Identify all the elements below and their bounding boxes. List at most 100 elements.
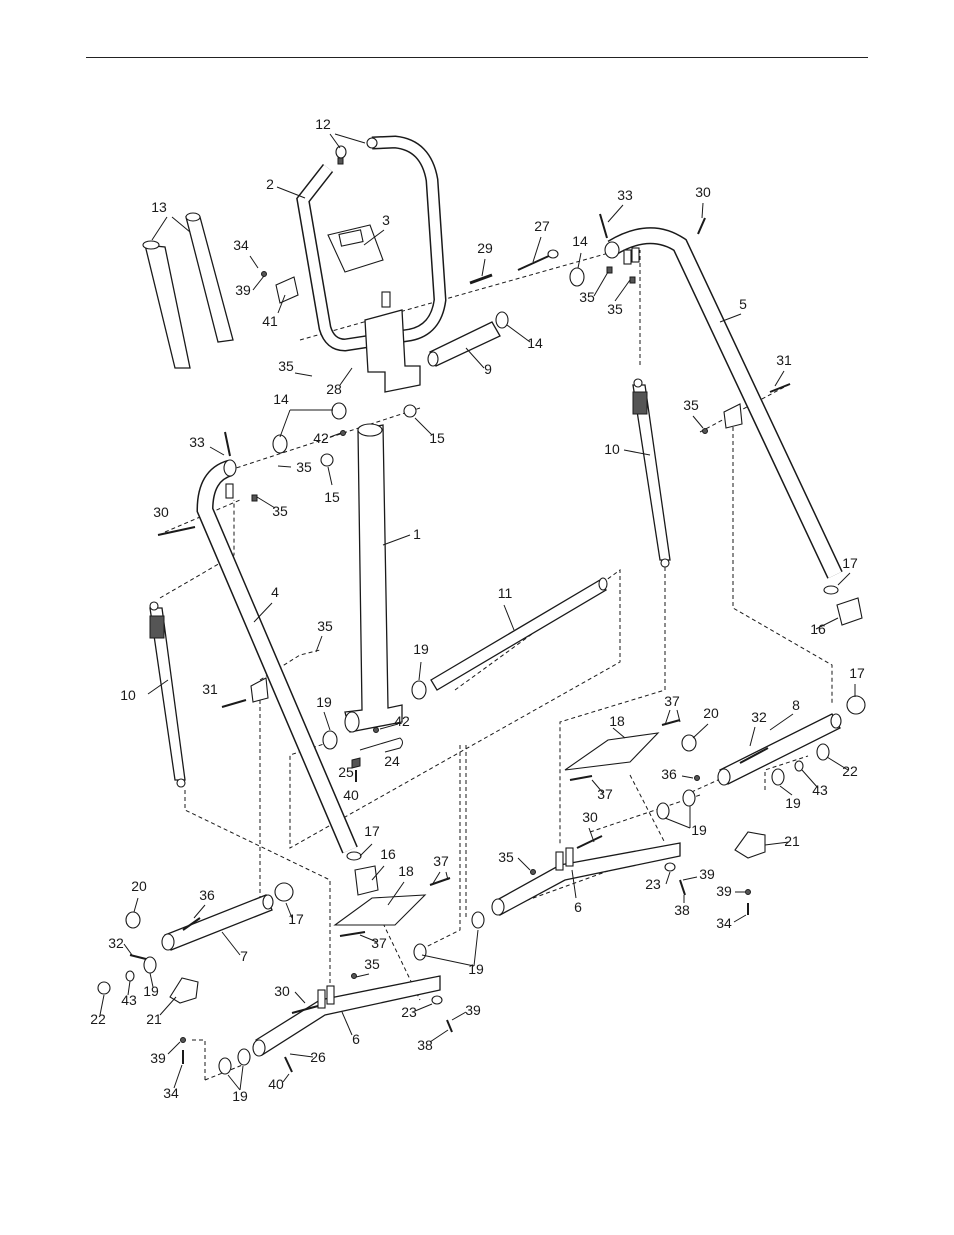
part-callout-31: 31 xyxy=(202,681,218,697)
part-callout-27: 27 xyxy=(534,218,550,234)
part-callout-33: 33 xyxy=(617,187,633,203)
part-callout-20: 20 xyxy=(703,705,719,721)
axle-part-11 xyxy=(322,577,608,750)
part-callout-10: 10 xyxy=(604,441,620,457)
part-callout-39: 39 xyxy=(150,1050,166,1066)
part-callout-1: 1 xyxy=(413,526,421,542)
bracket-part-41 xyxy=(261,271,299,304)
part-callout-2: 2 xyxy=(266,176,274,192)
pivot-axle-part-9 xyxy=(272,267,585,467)
part-callout-42: 42 xyxy=(394,713,410,729)
part-callout-19: 19 xyxy=(316,694,332,710)
part-callout-6: 6 xyxy=(352,1031,360,1047)
console-part-3 xyxy=(327,224,391,308)
part-callout-15: 15 xyxy=(324,489,340,505)
part-callout-37: 37 xyxy=(597,786,613,802)
part-callout-29: 29 xyxy=(477,240,493,256)
part-callout-13: 13 xyxy=(151,199,167,215)
part-callout-6: 6 xyxy=(574,899,582,915)
part-callout-34: 34 xyxy=(233,237,249,253)
part-callout-39: 39 xyxy=(716,883,732,899)
part-callout-35: 35 xyxy=(579,289,595,305)
part-callout-40: 40 xyxy=(268,1076,284,1092)
part-callout-7: 7 xyxy=(240,948,248,964)
crossbar-part-8 xyxy=(656,695,866,859)
part-callout-18: 18 xyxy=(609,713,625,729)
handle-grips-part-13 xyxy=(142,212,234,369)
part-callout-39: 39 xyxy=(465,1002,481,1018)
shock-part-10-left xyxy=(149,601,186,788)
part-callout-14: 14 xyxy=(572,233,588,249)
upright-part-1 xyxy=(340,309,421,733)
part-callout-34: 34 xyxy=(716,915,732,931)
part-callout-38: 38 xyxy=(417,1037,433,1053)
part-callout-30: 30 xyxy=(274,983,290,999)
left-arm-part-4 xyxy=(157,431,358,854)
part-callout-38: 38 xyxy=(674,902,690,918)
pedal-arm-part-6-left xyxy=(218,943,453,1075)
end-cap-part-16-17-left xyxy=(346,851,379,896)
part-callout-21: 21 xyxy=(784,833,800,849)
part-callout-17: 17 xyxy=(842,555,858,571)
pin-part-27 xyxy=(469,249,559,285)
pedal-arm-part-6-right xyxy=(471,835,751,929)
part-callout-11: 11 xyxy=(498,585,513,601)
part-callout-30: 30 xyxy=(695,184,711,200)
part-callout-17: 17 xyxy=(364,823,380,839)
part-callout-30: 30 xyxy=(153,504,169,520)
part-callout-21: 21 xyxy=(146,1011,162,1027)
part-callout-43: 43 xyxy=(121,992,137,1008)
part-callout-28: 28 xyxy=(326,381,342,397)
part-callout-15: 15 xyxy=(429,430,445,446)
part-callout-22: 22 xyxy=(842,763,858,779)
part-callout-35: 35 xyxy=(607,301,623,317)
part-callout-19: 19 xyxy=(691,822,707,838)
part-callout-26: 26 xyxy=(310,1049,326,1065)
header-rule xyxy=(86,57,868,58)
part-callout-32: 32 xyxy=(108,935,124,951)
handlebar-part-2 xyxy=(296,135,447,352)
part-callout-37: 37 xyxy=(433,853,449,869)
part-callout-35: 35 xyxy=(278,358,294,374)
part-callout-17: 17 xyxy=(849,665,865,681)
part-callout-39: 39 xyxy=(699,866,715,882)
part-callout-19: 19 xyxy=(143,983,159,999)
part-callout-36: 36 xyxy=(199,887,215,903)
part-callout-20: 20 xyxy=(131,878,147,894)
leader-lines xyxy=(99,133,856,1091)
part-callout-23: 23 xyxy=(645,876,661,892)
part-callout-22: 22 xyxy=(90,1011,106,1027)
part-callout-19: 19 xyxy=(232,1088,248,1104)
end-cap-part-16-17-right xyxy=(823,585,863,626)
part-callout-35: 35 xyxy=(317,618,333,634)
part-callout-35: 35 xyxy=(683,397,699,413)
part-callout-30: 30 xyxy=(582,809,598,825)
part-callout-37: 37 xyxy=(371,935,387,951)
part-callout-41: 41 xyxy=(262,313,278,329)
crossbar-part-7 xyxy=(97,882,294,1064)
part-callout-32: 32 xyxy=(751,709,767,725)
part-callout-40: 40 xyxy=(343,787,359,803)
part-callout-25: 25 xyxy=(338,764,354,780)
part-callout-14: 14 xyxy=(273,391,289,407)
part-callout-34: 34 xyxy=(163,1085,179,1101)
part-callout-16: 16 xyxy=(380,846,396,862)
part-callout-18: 18 xyxy=(398,863,414,879)
part-callout-17: 17 xyxy=(288,911,304,927)
part-callout-35: 35 xyxy=(364,956,380,972)
part-callout-36: 36 xyxy=(661,766,677,782)
part-callout-19: 19 xyxy=(785,795,801,811)
part-callout-3: 3 xyxy=(382,212,390,228)
part-callout-19: 19 xyxy=(468,961,484,977)
part-callout-35: 35 xyxy=(498,849,514,865)
part-callout-10: 10 xyxy=(120,687,136,703)
part-callout-24: 24 xyxy=(384,753,400,769)
callout-number-layer: 1234566789101011121314141415151616171717… xyxy=(90,116,865,1104)
part-callout-31: 31 xyxy=(776,352,792,368)
part-callout-5: 5 xyxy=(739,296,747,312)
pedal-part-18-left xyxy=(333,877,451,937)
part-callout-19: 19 xyxy=(413,641,429,657)
part-callout-35: 35 xyxy=(296,459,312,475)
